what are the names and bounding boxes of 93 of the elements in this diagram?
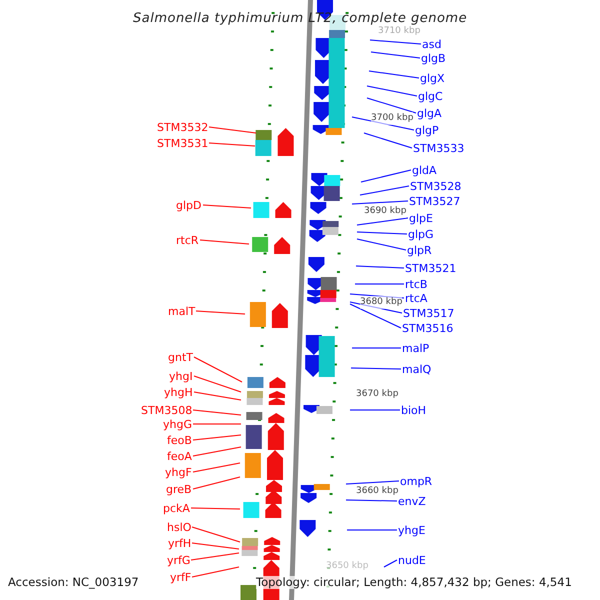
- leader-line: [356, 232, 408, 234]
- gene-label: glpG: [408, 228, 434, 240]
- leader-line: [350, 302, 402, 314]
- gene-label: STM3508: [141, 404, 192, 416]
- leader-line: [356, 218, 408, 226]
- scale-label: 3710 kbp: [378, 24, 420, 38]
- gene-label: gntT: [168, 350, 193, 364]
- gene-label: yhgH: [164, 386, 193, 398]
- gene-label: yhgI: [169, 370, 193, 382]
- leader-line: [192, 446, 242, 456]
- leader-line: [190, 508, 240, 510]
- leader-line: [194, 392, 242, 400]
- leader-line: [192, 476, 240, 490]
- leader-line: [350, 304, 402, 328]
- gene-label: glgB: [421, 52, 446, 64]
- leader-line: [346, 480, 400, 484]
- leader-line: [368, 70, 420, 78]
- gene-label: glgA: [417, 106, 442, 120]
- gene-label: yhgG: [163, 418, 192, 430]
- gene-label: STM3533: [413, 142, 464, 154]
- leader-line: [356, 266, 404, 268]
- leader-line: [190, 552, 240, 560]
- diagram-title: Salmonella typhimurium LT2, complete genome: [133, 12, 468, 24]
- leader-line: [364, 132, 412, 148]
- leader-line: [360, 170, 412, 182]
- leader-line: [350, 294, 404, 298]
- gene-label: glpE: [409, 212, 433, 224]
- leader-line: [202, 204, 252, 208]
- leader-line: [192, 462, 240, 472]
- gene-label: STM3521: [405, 262, 456, 274]
- gene-label: rtcB: [405, 278, 428, 290]
- gene-label: envZ: [398, 494, 426, 508]
- leader-line: [384, 560, 398, 568]
- scale-label: 3680 kbp: [360, 296, 402, 308]
- gene-label: malP: [402, 342, 430, 354]
- gene-label: rtcR: [176, 234, 199, 246]
- scale-label: 3670 kbp: [356, 388, 398, 400]
- gene-label: ompR: [400, 474, 432, 488]
- gene-label: feoA: [167, 450, 192, 462]
- gene-label: yrfG: [167, 554, 190, 566]
- leader-line: [352, 200, 408, 204]
- leader-line: [194, 376, 242, 392]
- leader-line: [352, 116, 414, 130]
- leader-line: [200, 240, 250, 244]
- gene-label: STM3517: [403, 306, 454, 320]
- footer-text: Topology: circular; Length: 4,857,432 bp; Genes: 4,541: [256, 576, 572, 588]
- gene-label: STM3528: [410, 180, 462, 192]
- gene-label: rtcA: [405, 292, 428, 304]
- leader-line: [192, 526, 240, 542]
- gene-label: malQ: [402, 362, 432, 376]
- leader-line: [346, 500, 398, 502]
- leader-line: [360, 186, 410, 196]
- scale-label: 3690 kbp: [364, 204, 406, 218]
- gene-label: glgC: [418, 90, 443, 102]
- gene-label: STM3527: [409, 194, 460, 208]
- gene-label: bioH: [401, 404, 426, 416]
- gene-label: malT: [168, 304, 196, 318]
- leader-line: [192, 566, 240, 578]
- gene-label: greB: [166, 482, 192, 496]
- gene-label: glpD: [176, 198, 202, 212]
- gene-label: hslO: [167, 520, 192, 534]
- leader-line: [366, 98, 416, 114]
- scale-label: 3650 kbp: [326, 560, 368, 572]
- leader-line: [208, 142, 256, 146]
- leader-line: [194, 356, 242, 382]
- gene-label: glgX: [420, 72, 445, 84]
- leader-line: [192, 410, 242, 416]
- leader-line: [350, 368, 402, 370]
- footer-text: Accession: NC_003197: [8, 576, 139, 588]
- leader-line: [366, 86, 418, 96]
- gene-label: STM3532: [157, 120, 208, 134]
- gene-label: yhgF: [165, 466, 192, 478]
- gene-label: yrfH: [168, 536, 192, 550]
- gene-label: nudE: [398, 554, 426, 566]
- gene-label: feoB: [167, 434, 192, 446]
- gene-label: gldA: [412, 164, 437, 176]
- scale-label: 3660 kbp: [356, 484, 398, 498]
- scale-label: 3700 kbp: [371, 112, 414, 124]
- leader-line: [370, 40, 422, 44]
- leader-line: [196, 310, 246, 314]
- gene-label: yrfF: [170, 570, 192, 584]
- gene-label: STM3516: [402, 322, 454, 334]
- gene-label: glpR: [407, 244, 432, 256]
- leader-line: [370, 52, 420, 58]
- gene-label: asd: [422, 38, 442, 50]
- gene-label: pckA: [163, 502, 190, 514]
- leader-line: [192, 434, 242, 440]
- leader-line: [208, 126, 256, 134]
- gene-label: glgP: [415, 124, 439, 136]
- leader-line: [192, 542, 240, 550]
- gene-label: STM3531: [157, 136, 208, 150]
- leader-line: [356, 238, 406, 250]
- gene-label: yhgE: [398, 524, 426, 536]
